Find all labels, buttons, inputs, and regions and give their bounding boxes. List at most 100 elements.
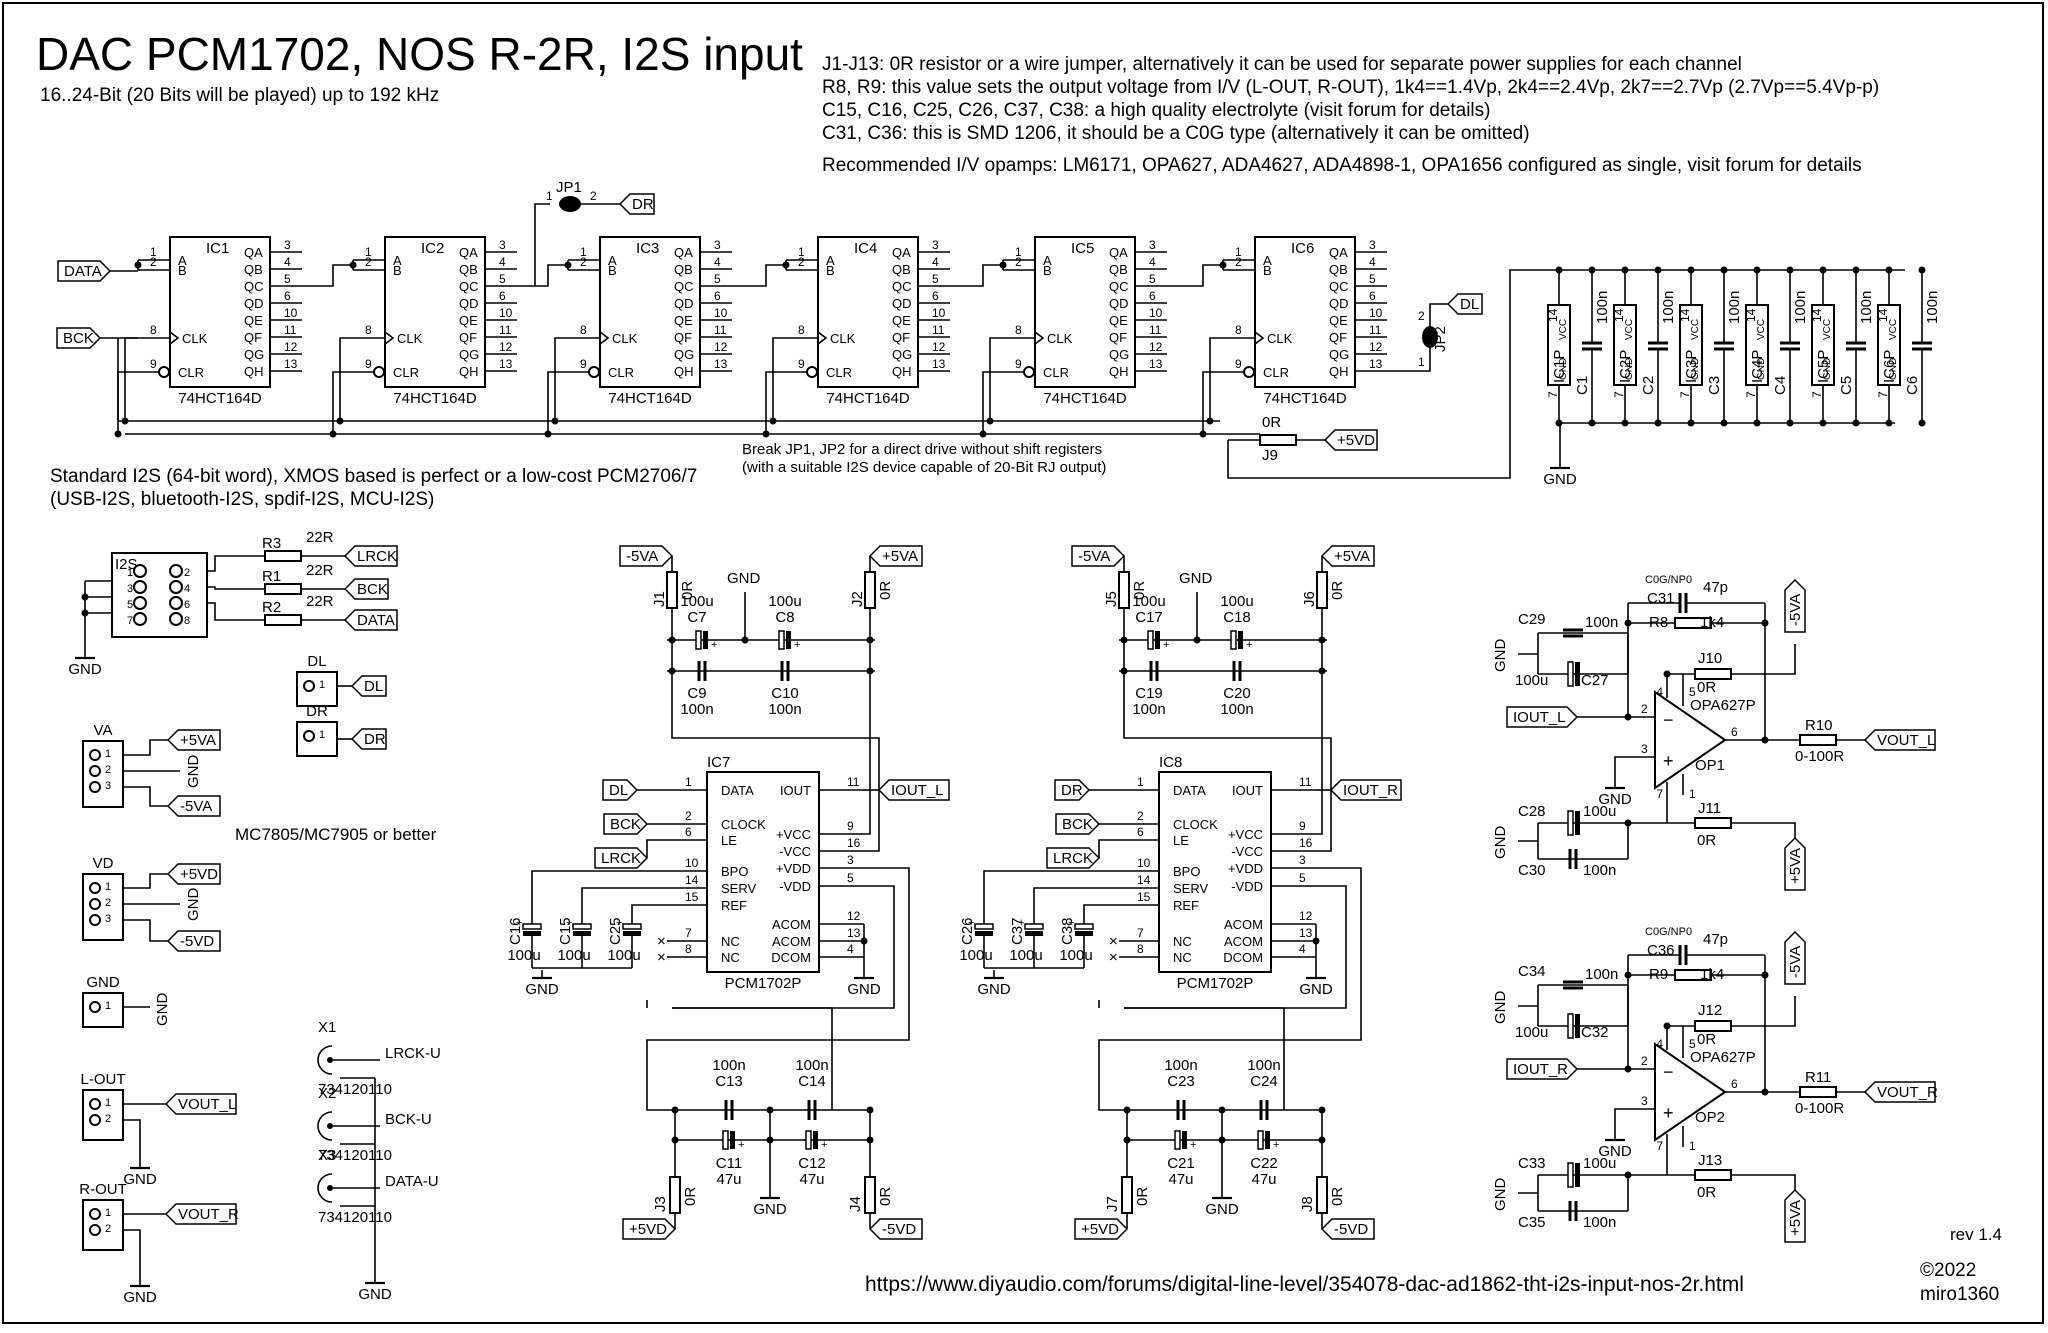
wire — [207, 602, 265, 621]
forum-url[interactable]: https://www.diyaudio.com/forums/digital-… — [865, 1273, 1744, 1296]
supply-ecap — [695, 630, 702, 650]
ref-cap-plate — [523, 931, 541, 936]
cap-value: 47u — [716, 1171, 741, 1188]
pin-name: QC — [244, 279, 264, 294]
connector-lout-label: L-OUT — [81, 1071, 126, 1088]
cap-value: 100n — [1585, 966, 1618, 983]
gnd-rot: GND — [1492, 639, 1509, 673]
cap-value: 100u — [507, 947, 540, 964]
pin-number: 2 — [1015, 255, 1022, 269]
pin-name: BPO — [721, 864, 748, 879]
net-port-voutl-conn — [164, 1093, 237, 1115]
cap-name: C30 — [1518, 862, 1546, 879]
pin-name: QG — [459, 347, 479, 362]
wire — [1731, 644, 1796, 675]
wire — [1209, 337, 1223, 421]
ref-cap — [974, 923, 994, 930]
pin-number: 2 — [184, 567, 190, 579]
pin-name: CLK — [830, 331, 856, 346]
pin-name: QC — [459, 279, 479, 294]
wire — [581, 887, 667, 925]
cap-name: C2 — [1640, 376, 1657, 395]
pin-name: CLR — [826, 365, 852, 380]
connector-dl — [296, 671, 338, 707]
pin-number: 16 — [847, 836, 861, 850]
cap-name: C3 — [1706, 376, 1723, 395]
pin-number: 3 — [714, 238, 721, 252]
iv-ecap-2 — [1567, 810, 1574, 836]
pin-name: QG — [892, 347, 912, 362]
pin-number: 1 — [798, 245, 805, 259]
wire — [531, 870, 667, 925]
net-port-dac-in-label: DR — [1061, 782, 1083, 799]
pin-number: 13 — [932, 357, 946, 371]
net-port-bck-in-label: BCK — [357, 581, 388, 598]
pin-number: 11 — [1299, 775, 1312, 789]
cap-value: 100u — [1583, 1155, 1616, 1172]
wire — [1731, 1174, 1796, 1190]
net-port-iv-out — [1863, 1081, 1936, 1103]
cap-name: C27 — [1581, 672, 1609, 689]
junction-dot — [1621, 266, 1629, 274]
cap-value: 100u — [1583, 803, 1616, 820]
i2s-series-resistor — [264, 583, 302, 595]
pin-number: 7 — [127, 615, 133, 627]
pin-name: QA — [244, 245, 263, 260]
header-pin — [89, 1224, 101, 1236]
net-port-dac-out — [1329, 779, 1402, 801]
gnd-label: GND — [1624, 358, 1635, 380]
pin-number: 15 — [685, 890, 699, 904]
note-3: C15, C16, C25, C26, C37, C38: a high qua… — [822, 100, 1490, 121]
pin-name: QE — [674, 313, 693, 328]
pin-name: A — [608, 253, 617, 268]
pin-number: 8 — [580, 323, 587, 337]
resistor-name: J8 — [1299, 1196, 1316, 1212]
pin-name: A — [1043, 253, 1052, 268]
junction-dot — [1120, 636, 1128, 644]
pin-name: NC — [721, 950, 740, 965]
cap-value: 100n — [1132, 701, 1165, 718]
pin-number: 14 — [1876, 308, 1890, 322]
cap-value: 100u — [1220, 593, 1253, 610]
net-port-bck — [56, 327, 102, 349]
wire — [169, 331, 180, 345]
resistor-name: R11 — [1805, 1069, 1831, 1086]
pin-name: QE — [1329, 313, 1348, 328]
pin-name: B — [1043, 263, 1052, 278]
polarity-mark: + — [968, 917, 974, 929]
pin-number: 13 — [714, 357, 728, 371]
net-port-p5vd-conn-label: +5VD — [180, 866, 218, 883]
cap-name: C32 — [1581, 1024, 1609, 1041]
polarity-mark: + — [1246, 639, 1252, 651]
vdd-ecap — [1174, 1130, 1181, 1150]
cap-value: 100n — [795, 1057, 828, 1074]
coax-center — [327, 1057, 333, 1063]
connector-rout — [82, 1199, 124, 1251]
junction-dot — [1819, 266, 1827, 274]
header-pin — [133, 612, 147, 626]
connector-gnd-label: GND — [86, 974, 120, 991]
pin-number: 14 — [1810, 308, 1824, 322]
pin-number: 3 — [1369, 238, 1376, 252]
resistor-value: 22R — [306, 562, 334, 579]
note-5: Recommended I/V opamps: LM6171, OPA627, … — [822, 155, 1862, 176]
ground-label: GND — [1299, 981, 1333, 998]
net-port-dac-out-label: IOUT_R — [1343, 782, 1398, 799]
dac-chip-2 — [1158, 771, 1272, 973]
pin-name: LE — [1173, 833, 1189, 848]
pin-number: 11 — [284, 323, 297, 337]
shift-register-5 — [1034, 236, 1136, 388]
header-pin — [89, 1114, 101, 1126]
gnd-rot: GND — [154, 993, 171, 1027]
pin-name: QC — [892, 279, 912, 294]
gnd-label: GND — [1888, 358, 1899, 380]
resistor-value: 0R — [679, 581, 696, 600]
pin-number: 3 — [105, 780, 111, 792]
pin-name: B — [393, 263, 402, 278]
pin-number: 5 — [284, 272, 291, 286]
pin-number: 14 — [1744, 308, 1758, 322]
pin-name: IOUT — [780, 783, 811, 798]
cap-type: C0G/NP0 — [1645, 926, 1692, 938]
